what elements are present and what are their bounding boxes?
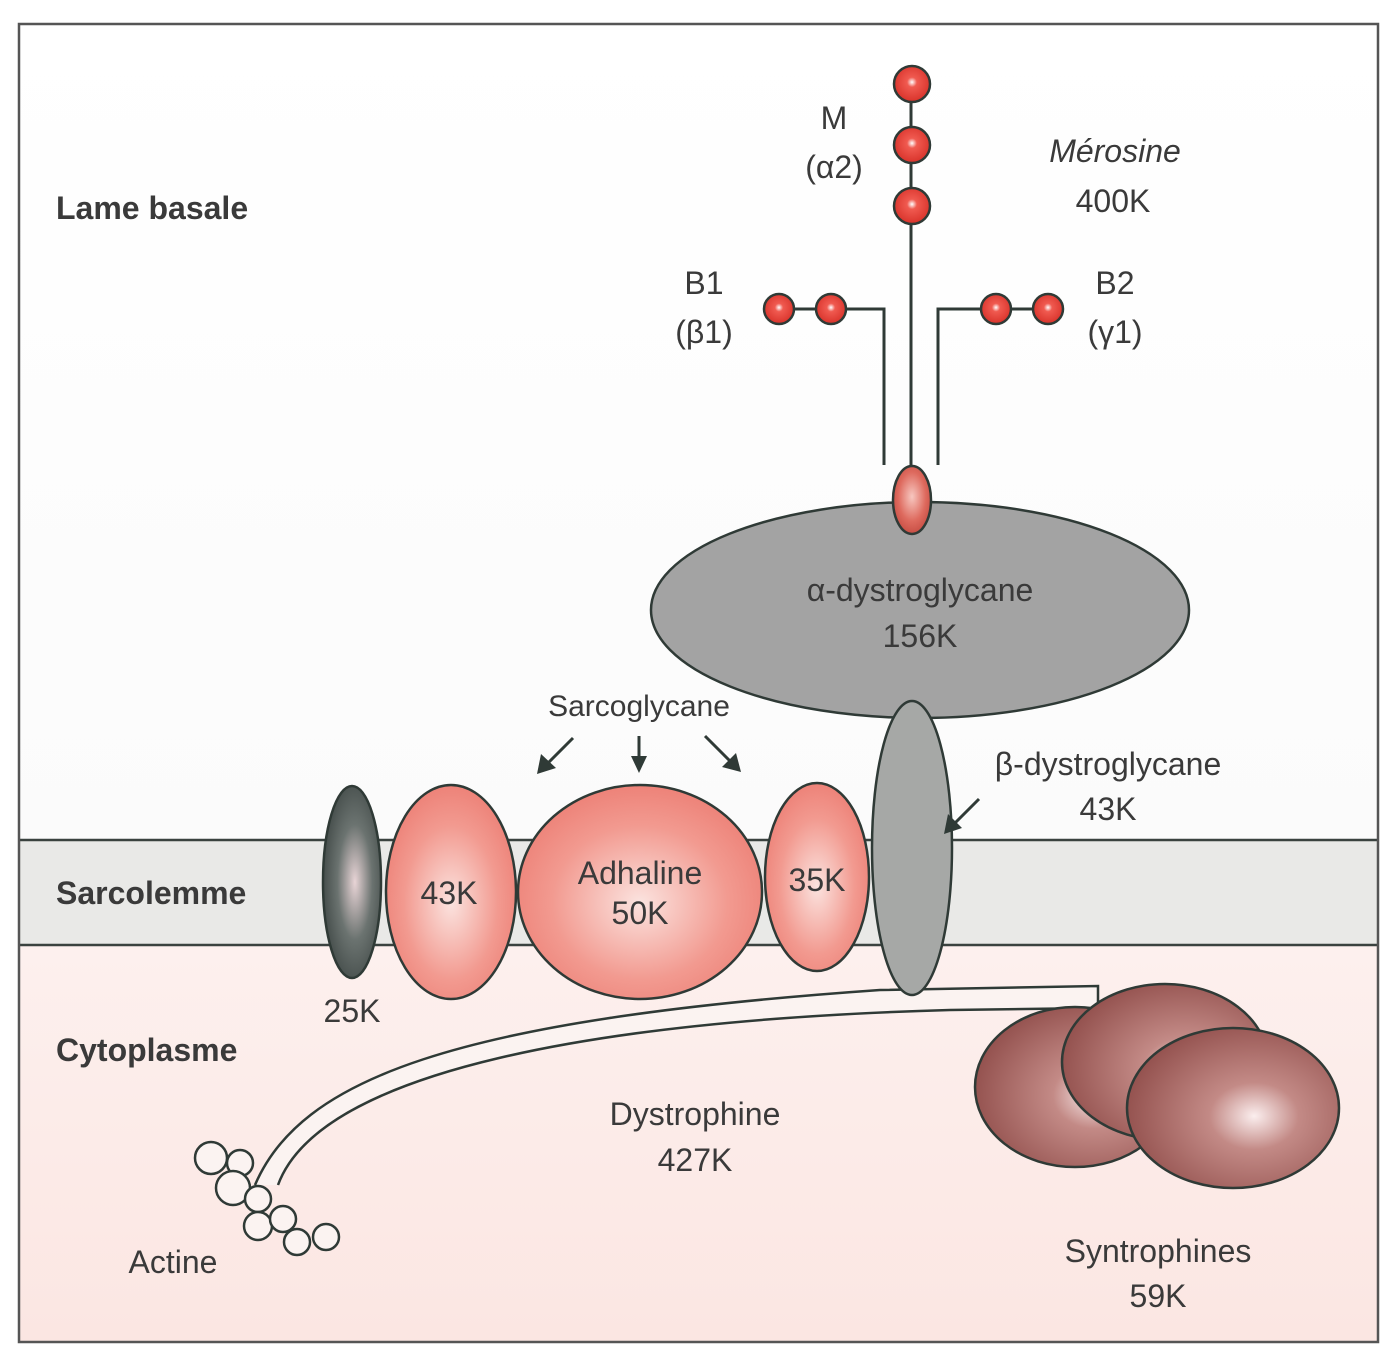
- actin-filament: [193, 1140, 341, 1257]
- label-25k: 25K: [324, 993, 381, 1029]
- label-merosine: Mérosine: [1049, 133, 1181, 169]
- sarcoglycan-adhaline-50k: [516, 783, 764, 1001]
- arrow-to-35k: [703, 734, 741, 772]
- laminin-bead: [814, 292, 848, 326]
- syntrophins: [973, 982, 1341, 1190]
- beta-dystroglycan-arrow: [944, 797, 981, 834]
- laminin-bead: [762, 292, 796, 326]
- label-actin: Actine: [129, 1244, 218, 1280]
- merosine-b1-chain-line: [780, 307, 886, 465]
- label-syntrophins-mass: 59K: [1130, 1278, 1187, 1314]
- merosine-beads: [762, 64, 1065, 326]
- alpha-dystroglycan: [649, 500, 1191, 720]
- sarcoglycan-arrows: [537, 734, 741, 774]
- label-merosine-mass: 400K: [1076, 183, 1151, 219]
- label-syntrophins: Syntrophines: [1065, 1233, 1252, 1269]
- label-chain-b2-subunit: (γ1): [1087, 314, 1142, 350]
- label-chain-m-subunit: (α2): [805, 149, 863, 185]
- label-dystrophin: Dystrophine: [610, 1096, 781, 1132]
- label-sarcoglycan-43k: 43K: [421, 875, 478, 911]
- label-beta-dystroglycan: β-dystroglycane: [995, 746, 1222, 782]
- laminin-bead: [892, 186, 932, 226]
- arrow-to-43k: [537, 736, 575, 774]
- label-beta-dystroglycan-mass: 43K: [1080, 791, 1137, 827]
- actin-monomer: [268, 1204, 298, 1234]
- label-cytoplasm: Cytoplasme: [56, 1032, 237, 1068]
- actin-monomer: [282, 1227, 312, 1257]
- label-alpha-dystroglycan-mass: 156K: [883, 618, 958, 654]
- protein-25k: [321, 784, 383, 980]
- label-chain-b1: B1: [684, 265, 723, 301]
- syntrophin: [1125, 1026, 1341, 1190]
- label-sarcoglycan-35k: 35K: [789, 862, 846, 898]
- label-dystrophin-mass: 427K: [658, 1142, 733, 1178]
- label-chain-b1-subunit: (β1): [675, 314, 733, 350]
- label-basal-lamina: Lame basale: [56, 190, 248, 226]
- laminin-bead: [892, 125, 932, 165]
- label-sarcolemma: Sarcolemme: [56, 875, 246, 911]
- basal-lamina-region: [19, 24, 1378, 840]
- label-sarcoglycan: Sarcoglycane: [548, 690, 730, 723]
- arrow-to-adhaline: [631, 736, 647, 773]
- laminin-bead: [1031, 292, 1065, 326]
- beta-dystroglycan: [870, 699, 954, 997]
- actin-monomer: [193, 1140, 229, 1176]
- label-adhaline-mass: 50K: [612, 895, 669, 931]
- label-adhaline: Adhaline: [578, 855, 703, 891]
- diagram-frame: [17, 22, 1380, 1344]
- actin-monomer: [242, 1210, 274, 1242]
- sarcoglycan-35k: [763, 781, 871, 973]
- laminin-anchor-bead: [891, 464, 933, 536]
- label-chain-m: M: [821, 100, 848, 136]
- label-chain-b2: B2: [1095, 265, 1134, 301]
- label-alpha-dystroglycan: α-dystroglycane: [807, 572, 1034, 608]
- laminin-bead: [979, 292, 1013, 326]
- actin-monomer: [243, 1184, 273, 1214]
- sarcoglycan-43k: [384, 783, 518, 1001]
- actin-monomer: [311, 1222, 341, 1252]
- laminin-bead: [892, 64, 932, 104]
